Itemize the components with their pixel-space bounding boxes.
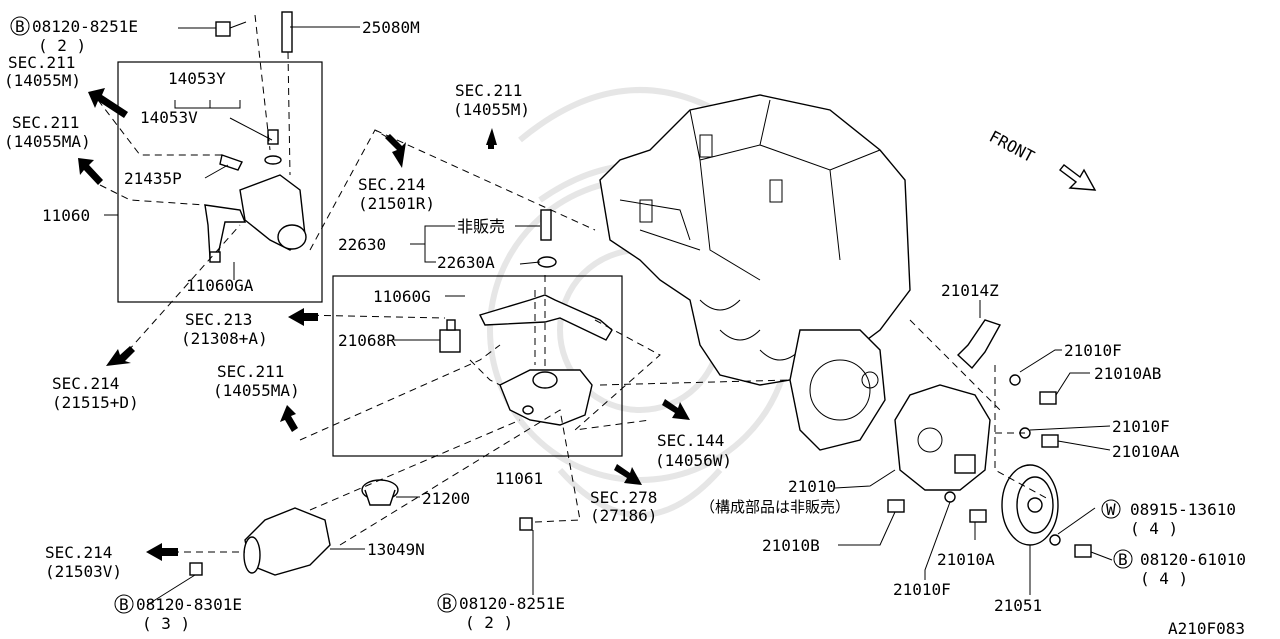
direction-arrows xyxy=(78,88,1097,561)
sec211-a-ref: (14055M) xyxy=(4,71,81,90)
arrow-sec214-b xyxy=(106,346,135,366)
bolt-top-qty: ( 2 ) xyxy=(38,36,86,55)
thermostat-cover xyxy=(189,507,533,576)
part-21010a-label: 21010A xyxy=(937,550,995,569)
part-13049n-label: 13049N xyxy=(367,540,425,559)
arrow-sec213 xyxy=(288,308,318,326)
sec214-a-ref: (21501R) xyxy=(358,194,435,213)
washer-r-qty: ( 4 ) xyxy=(1130,519,1178,538)
bolt-bm-part: 08120-8251E xyxy=(459,594,565,613)
pump-pulley xyxy=(1001,464,1059,546)
arrow-sec211-a xyxy=(88,88,128,118)
part-11060ga-label: 11060GA xyxy=(186,276,254,295)
sec214-c-sec: SEC.214 xyxy=(45,543,112,562)
part-21051-label: 21051 xyxy=(994,596,1042,615)
part-22630-label: 22630 xyxy=(338,235,386,254)
upper-water-outlet xyxy=(204,11,307,263)
sec211-b-ref: (14055MA) xyxy=(4,132,91,151)
arrow-sec144 xyxy=(662,399,690,420)
components-note: （構成部品は非販売） xyxy=(700,498,850,516)
bolt-bl-qty: ( 3 ) xyxy=(142,614,190,633)
bolt-bm-prefix: B xyxy=(442,594,452,613)
sec211-d-ref: (14055MA) xyxy=(213,381,300,400)
arrow-sec214-c xyxy=(146,543,178,561)
leader-lines xyxy=(104,26,1113,606)
thermostat xyxy=(361,479,399,506)
washer-r-part: 08915-13610 xyxy=(1130,500,1236,519)
part-21068r-label: 21068R xyxy=(338,331,396,350)
part-14053v-label: 14053V xyxy=(140,108,198,127)
not-for-sale-label: 非販売 xyxy=(457,217,505,236)
part-11061-label: 11061 xyxy=(495,469,543,488)
part-21010ab-label: 21010AB xyxy=(1094,364,1161,383)
bolt-bl-prefix: B xyxy=(119,595,129,614)
arrow-sec278 xyxy=(614,464,642,485)
part-21200-label: 21200 xyxy=(422,489,470,508)
prefix-circles xyxy=(10,16,1133,614)
sec214-b-ref: (21515+D) xyxy=(52,393,139,412)
bolt-r-qty: ( 4 ) xyxy=(1140,569,1188,588)
part-11060g-label: 11060G xyxy=(373,287,431,306)
sec214-c-ref: (21503V) xyxy=(45,562,122,581)
reference-lines xyxy=(97,14,1051,553)
sec144-sec: SEC.144 xyxy=(657,431,724,450)
water-pump xyxy=(894,319,1002,491)
part-11060-label: 11060 xyxy=(42,206,90,225)
part-21010f-2-label: 21010F xyxy=(1112,417,1170,436)
bolt-r-prefix: B xyxy=(1118,550,1128,569)
front-label: FRONT xyxy=(986,127,1038,167)
arrow-front xyxy=(1059,164,1097,191)
diagram-id: A210F083 xyxy=(1168,619,1245,638)
water-outlet-box xyxy=(332,275,623,457)
sensor-25080m-label: 25080M xyxy=(362,18,420,37)
arrow-sec214-a xyxy=(385,134,406,168)
sec214-a-sec: SEC.214 xyxy=(358,175,425,194)
bolt-top-part: 08120-8251E xyxy=(32,17,138,36)
part-21010b-label: 21010B xyxy=(762,536,820,555)
bolt-top-prefix: B xyxy=(15,17,25,36)
sec211-b-sec: SEC.211 xyxy=(12,113,79,132)
sec211-a-sec: SEC.211 xyxy=(8,53,75,72)
part-21010-label: 21010 xyxy=(788,477,836,496)
bolt-bm-qty: ( 2 ) xyxy=(465,613,513,632)
sec278-ref: (27186) xyxy=(590,506,657,525)
bolt-bl-part: 08120-8301E xyxy=(136,595,242,614)
bolt-r-part: 08120-61010 xyxy=(1140,550,1246,569)
sec211-d-sec: SEC.211 xyxy=(217,362,284,381)
part-14053y-label: 14053Y xyxy=(168,69,226,88)
part-21010f-3-label: 21010F xyxy=(893,580,951,599)
arrow-sec211-c xyxy=(486,128,497,145)
thermostat-housing-box xyxy=(117,61,323,303)
sec211-c-ref: (14055M) xyxy=(453,100,530,119)
sec214-b-sec: SEC.214 xyxy=(52,374,119,393)
arrow-sec211-d xyxy=(280,405,298,432)
washer-r-prefix: W xyxy=(1106,500,1116,519)
sec211-c-sec: SEC.211 xyxy=(455,81,522,100)
engine-block xyxy=(599,94,911,451)
part-21014z-label: 21014Z xyxy=(941,281,999,300)
part-22630a-label: 22630A xyxy=(437,253,495,272)
part-21010f-1-label: 21010F xyxy=(1064,341,1122,360)
part-21435p-label: 21435P xyxy=(124,169,182,188)
sec213-sec: SEC.213 xyxy=(185,310,252,329)
sec213-ref: (21308+A) xyxy=(181,329,268,348)
sec144-ref: (14056W) xyxy=(655,451,732,470)
arrow-sec211-b xyxy=(78,158,103,185)
sec278-sec: SEC.278 xyxy=(590,488,657,507)
part-21010aa-label: 21010AA xyxy=(1112,442,1180,461)
lower-water-outlet xyxy=(439,209,613,426)
